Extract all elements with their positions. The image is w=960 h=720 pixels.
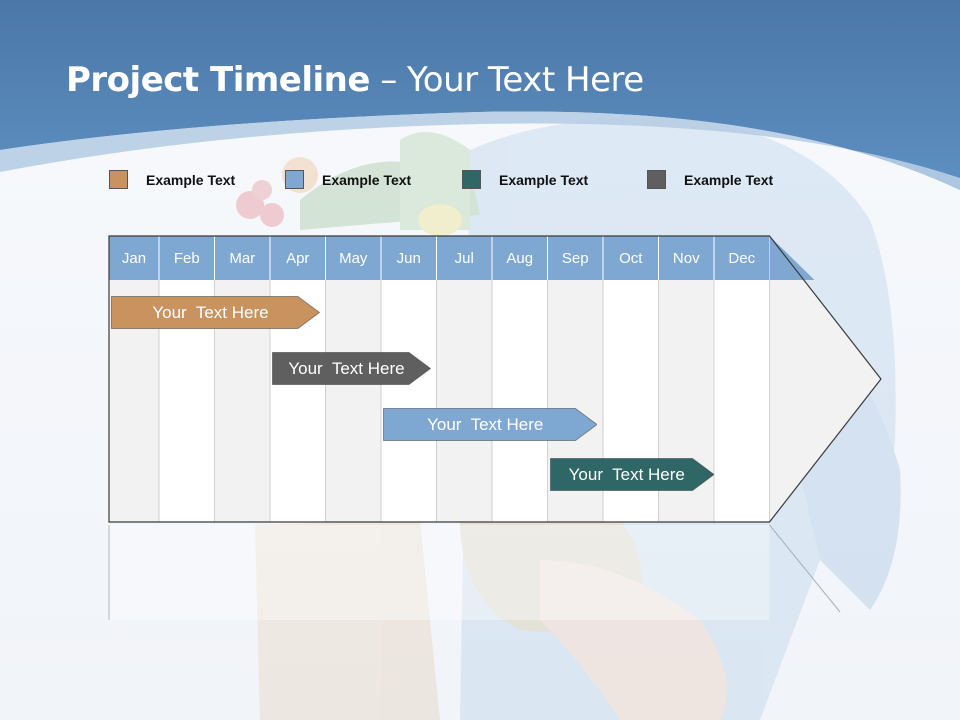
task-arrow-shape [111, 296, 320, 329]
reflection-arrow-edge [769, 524, 841, 613]
month-label-feb: Feb [173, 250, 200, 267]
timeline-reflection [109, 525, 770, 620]
month-label-jun: Jun [396, 250, 421, 267]
legend-item-1: Example Text [109, 170, 279, 190]
task-label-3: Your Text Here [427, 415, 544, 434]
month-label-sep: Sep [561, 250, 589, 267]
legend-swatch-1 [109, 170, 128, 189]
task-label-2: Your Text Here [288, 359, 405, 378]
month-column [492, 280, 548, 522]
page-title: Project Timeline – Your Text Here [66, 60, 644, 100]
month-label-nov: Nov [672, 250, 700, 267]
month-label-jan: Jan [121, 250, 147, 267]
month-label-may: May [339, 250, 368, 267]
month-label-apr: Apr [286, 250, 310, 267]
legend-swatch-2 [285, 170, 304, 189]
header-band [0, 0, 960, 190]
month-label-mar: Mar [229, 250, 256, 267]
title-rest: – Your Text Here [369, 60, 644, 100]
month-column [325, 280, 381, 522]
timeline-arrow-outline [108, 235, 882, 523]
task-bar-4: Your Text Here [549, 458, 714, 491]
month-label-dec: Dec [728, 250, 756, 267]
legend-item-4: Example Text [647, 170, 817, 190]
task-bar-2: Your Text Here [272, 352, 431, 385]
legend-label-2: Example Text [322, 172, 412, 188]
month-label-aug: Aug [506, 250, 534, 267]
legend-swatch-4 [647, 170, 666, 189]
task-label-4: Your Text Here [568, 465, 685, 484]
month-label-jul: Jul [454, 250, 474, 267]
month-header-band [109, 236, 815, 280]
month-column [714, 280, 770, 522]
task-bar-3: Your Text Here [383, 408, 598, 441]
month-label-oct: Oct [619, 250, 643, 267]
month-column [381, 280, 437, 522]
legend-swatch-3 [462, 170, 481, 189]
header-swoosh [0, 111, 960, 190]
task-label-1: Your Text Here [152, 303, 269, 322]
legend-label-1: Example Text [146, 172, 236, 188]
task-arrow-shape [272, 352, 431, 385]
legend-item-2: Example Text [285, 170, 455, 190]
legend-item-3: Example Text [462, 170, 632, 190]
task-arrow-shape [383, 408, 598, 441]
month-column [436, 280, 492, 522]
task-arrow-shape [549, 458, 714, 491]
title-bold: Project Timeline [66, 60, 370, 100]
task-bar-1: Your Text Here [111, 296, 320, 329]
legend-label-3: Example Text [499, 172, 589, 188]
legend-label-4: Example Text [684, 172, 774, 188]
